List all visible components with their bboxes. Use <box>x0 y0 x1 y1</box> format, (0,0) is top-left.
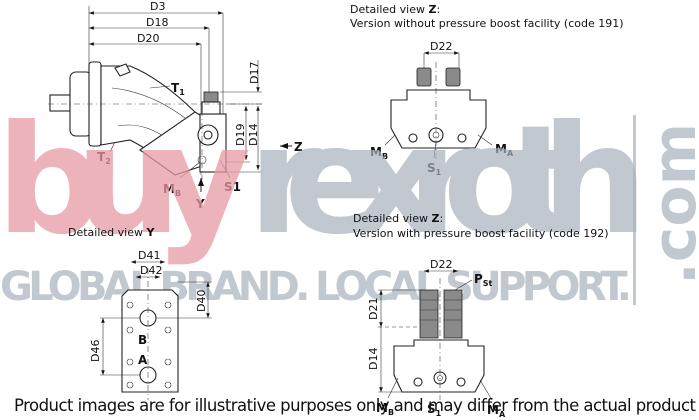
port-label-a: A <box>138 353 148 367</box>
watermark-rexroth: rexroth <box>248 94 648 268</box>
view-z-caption: Detailed view Z: <box>350 3 440 16</box>
dimension-d40: D40 <box>195 290 208 312</box>
dimension-d17: D17 <box>248 62 261 84</box>
port-label-mb: MB <box>376 401 394 417</box>
detail-view-y: Detailed view Y D41 D42 D40 D46 B A <box>68 226 212 400</box>
port-label-mb: MB <box>163 182 181 198</box>
view-z-boost-subtitle: Version with pressure boost facility (co… <box>353 227 609 240</box>
port-label-ma: MA <box>495 142 514 158</box>
dimension-d41: D41 <box>138 249 160 262</box>
port-label-pst: PSt <box>474 272 493 288</box>
dimension-d42: D42 <box>140 264 162 277</box>
dimension-d3: D3 <box>150 0 165 13</box>
dimension-d21: D21 <box>367 298 380 320</box>
dimension-d18: D18 <box>146 16 168 29</box>
port-label-s1: S1 <box>427 161 442 177</box>
detail-view-z-with-boost: Detailed view Z: Version with pressure b… <box>353 212 609 419</box>
port-label-t2: T2 <box>97 150 111 166</box>
dimension-d19: D19 <box>234 124 247 146</box>
watermark: buy rexroth GLOBAL BRAND. LOCAL SUPPORT.… <box>0 94 699 310</box>
dimension-d22: D22 <box>430 258 452 271</box>
detail-view-z-without-boost: Detailed view Z: Version without pressur… <box>350 3 624 177</box>
watermark-tld: .com <box>640 123 699 285</box>
view-arrow-z-label: Z <box>294 140 303 154</box>
dimension-d14: D14 <box>367 348 380 370</box>
port-label-ma: MA <box>487 403 506 419</box>
watermark-buy: buy <box>0 94 251 268</box>
view-z-boost-caption: Detailed view Z: <box>353 212 443 225</box>
port-label-s1: S1 <box>224 180 241 194</box>
view-arrow-y-label: Y <box>195 197 205 211</box>
main-pump-view: D3 D18 D20 D17 D19 D14 T1 <box>48 0 303 211</box>
dimension-d46: D46 <box>89 340 102 362</box>
view-z-subtitle: Version without pressure boost facility … <box>350 17 624 30</box>
disclaimer-footer: Product images are for illustrative purp… <box>14 396 697 415</box>
dimension-d20: D20 <box>137 32 159 45</box>
dimension-d22: D22 <box>430 40 452 53</box>
watermark-tagline: GLOBAL BRAND. LOCAL SUPPORT. <box>0 264 632 310</box>
port-label-b: B <box>138 333 147 347</box>
port-label-mb: MB <box>370 145 388 161</box>
dimension-d14: D14 <box>247 124 260 146</box>
view-y-caption: Detailed view Y <box>68 226 155 239</box>
port-label-s1: S1 <box>427 402 442 418</box>
port-label-t1: T1 <box>171 81 185 97</box>
